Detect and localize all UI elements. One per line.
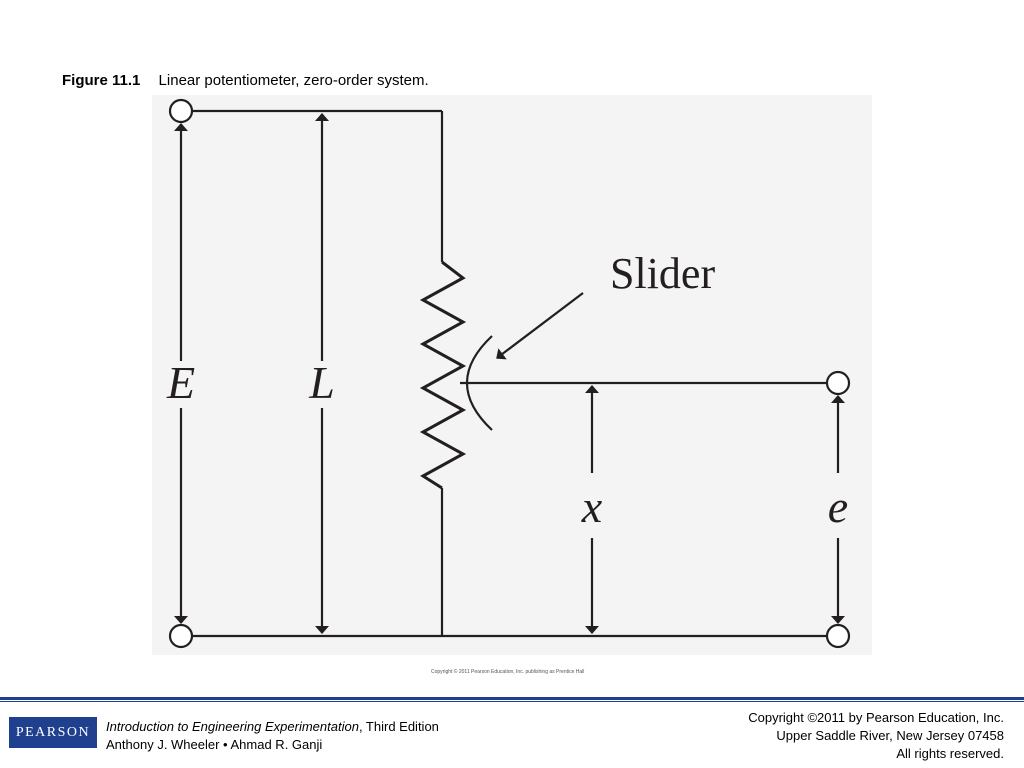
copyright-line-1: Copyright ©2011 by Pearson Education, In… xyxy=(748,710,1004,725)
footer-divider xyxy=(0,697,1024,700)
book-info: Introduction to Engineering Experimentat… xyxy=(106,718,439,754)
footer-divider-thin xyxy=(0,701,1024,702)
label-l-length: L xyxy=(308,357,335,408)
label-e-supply: E xyxy=(166,357,195,408)
copyright-line-2: Upper Saddle River, New Jersey 07458 xyxy=(776,728,1004,743)
label-slider: Slider xyxy=(610,249,715,298)
label-e-output: e xyxy=(828,481,848,532)
terminal-output-top xyxy=(825,370,851,396)
figure-copyright: Copyright © 2011 Pearson Education, Inc.… xyxy=(431,669,585,675)
pearson-logo: PEARSON xyxy=(9,717,97,748)
figure-number: Figure 11.1 xyxy=(62,72,141,89)
figure-caption: Figure 11.1 Linear potentiometer, zero-o… xyxy=(62,72,429,89)
terminal-output-bottom xyxy=(825,623,851,649)
figure-background xyxy=(152,95,872,655)
figure-caption-text: Linear potentiometer, zero-order system. xyxy=(158,72,429,89)
book-title-line: Introduction to Engineering Experimentat… xyxy=(106,718,439,736)
book-title: Introduction to Engineering Experimentat… xyxy=(106,719,359,734)
potentiometer-diagram: E L x e Slider xyxy=(166,98,851,649)
pearson-logo-text: PEARSON xyxy=(15,724,91,740)
terminal-bottom-left xyxy=(168,623,194,649)
copyright-notice: Copyright ©2011 by Pearson Education, In… xyxy=(748,709,1004,763)
book-authors: Anthony J. Wheeler • Ahmad R. Ganji xyxy=(106,737,323,752)
copyright-line-3: All rights reserved. xyxy=(896,746,1004,761)
label-x-displacement: x xyxy=(581,481,603,532)
book-edition: , Third Edition xyxy=(358,719,439,734)
slider-pointer-arrow xyxy=(496,292,584,360)
resistor-element xyxy=(419,260,467,490)
terminal-top-left xyxy=(168,98,194,124)
